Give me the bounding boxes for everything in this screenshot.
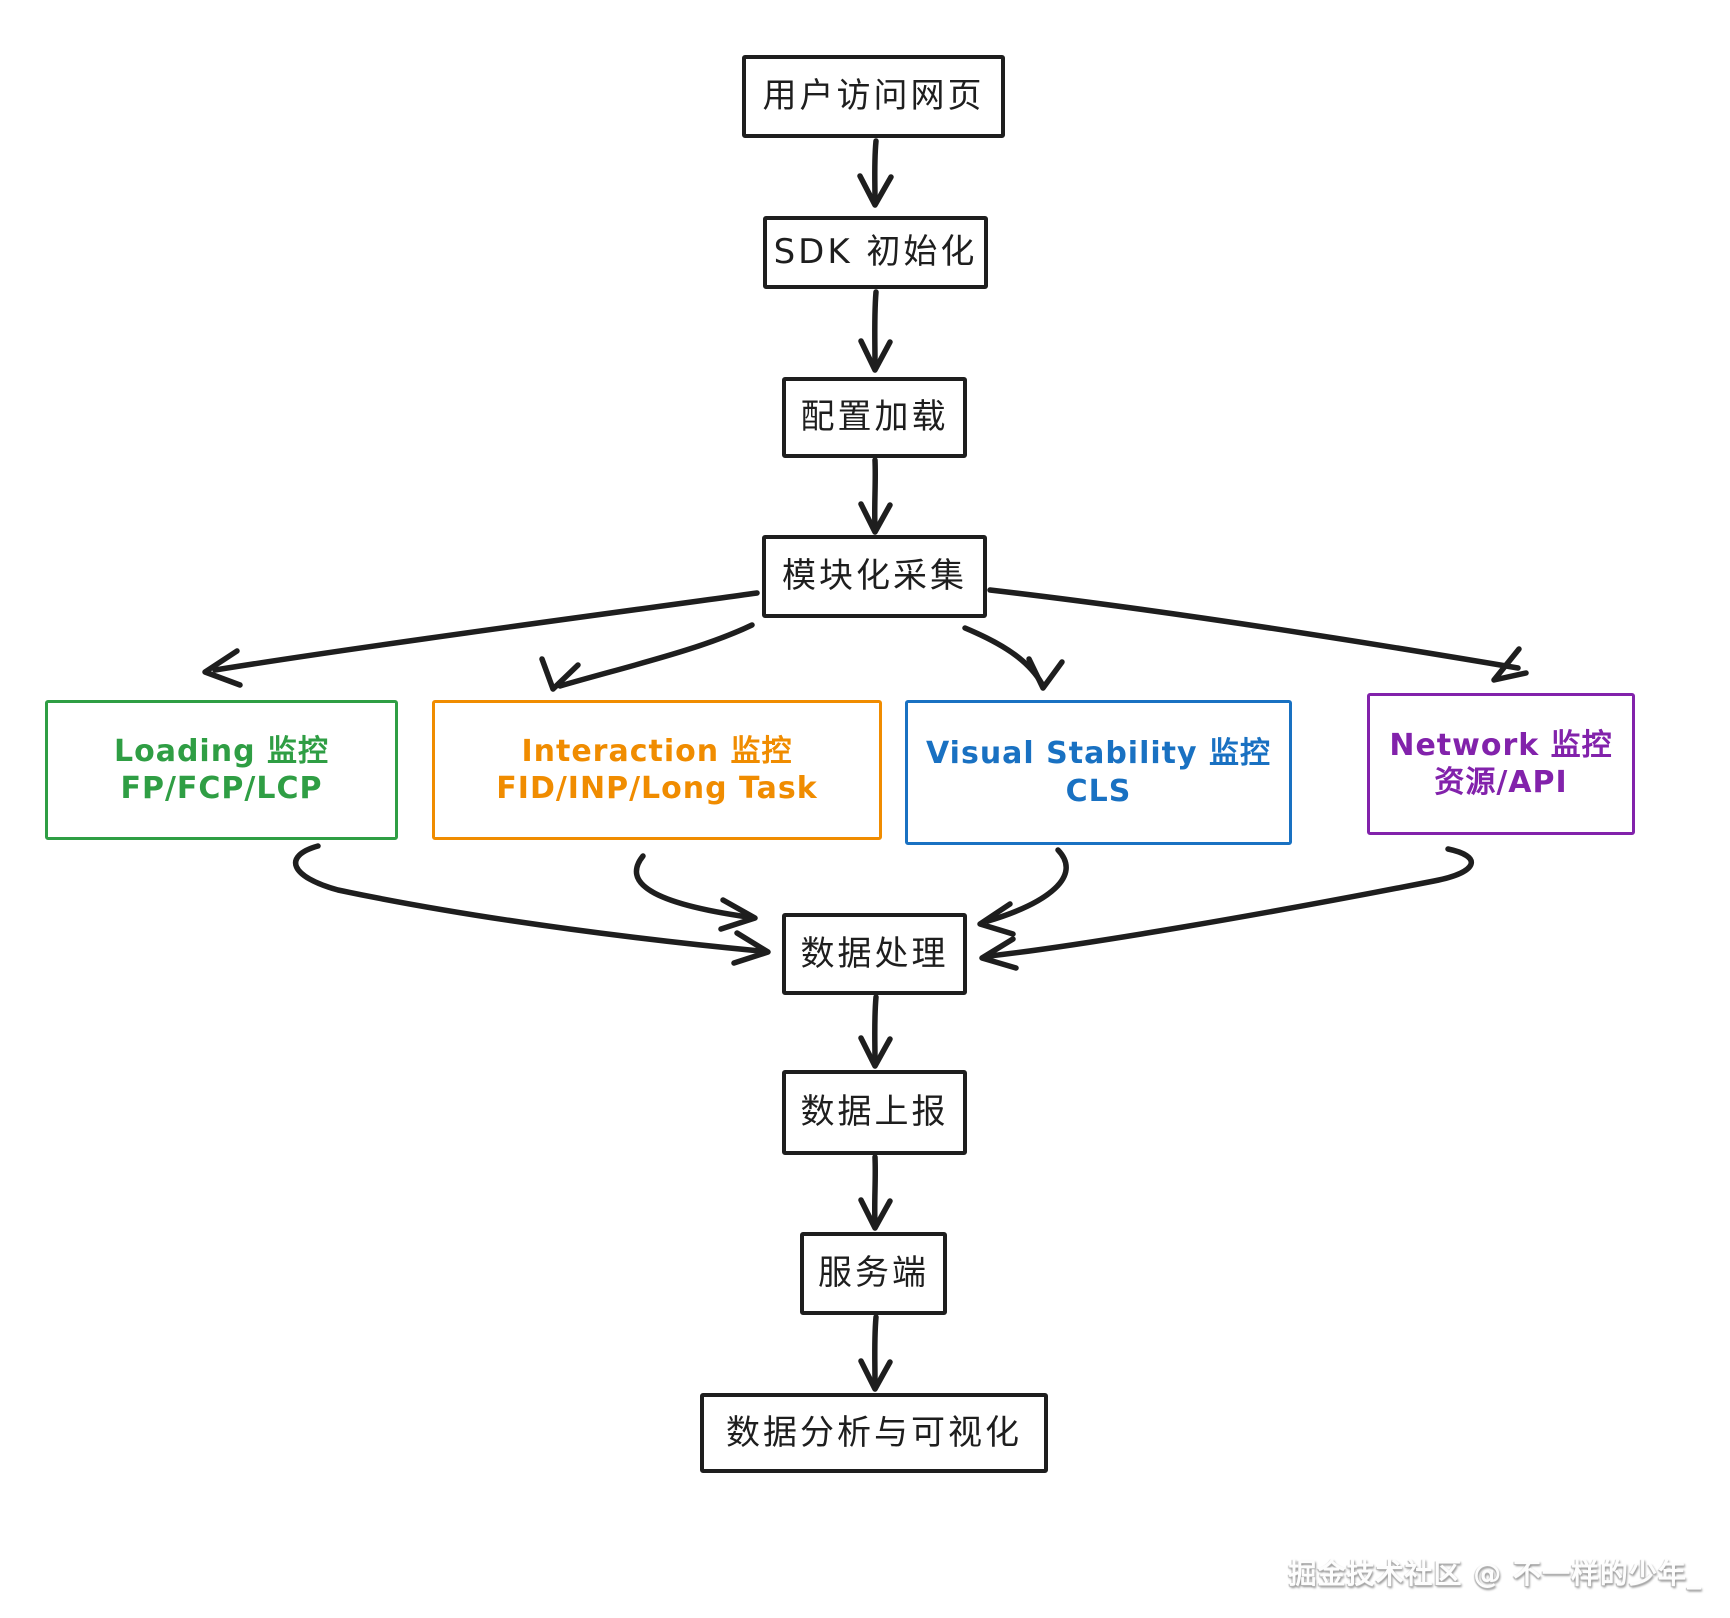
node-visual-stability-monitor: Visual Stability 监控CLS <box>905 700 1292 845</box>
node-network-monitor-line2: 资源/API <box>1434 765 1568 800</box>
node-data-analysis: 数据分析与可视化 <box>700 1393 1048 1473</box>
node-network-monitor-line1: Network 监控 <box>1389 727 1613 763</box>
node-loading-monitor-line1: Loading 监控 <box>113 733 329 769</box>
node-interaction-monitor: Interaction 监控 FID/INP/Long Task <box>432 700 882 840</box>
node-loading-monitor-line2: FP/FCP/LCP <box>120 771 323 806</box>
node-user-visit: 用户访问网页 <box>742 55 1005 138</box>
arrow-visual-to-process <box>977 847 1069 937</box>
arrow-interaction-to-process <box>633 853 758 932</box>
node-data-report-label: 数据上报 <box>800 1092 949 1133</box>
node-config-load: 配置加载 <box>782 377 967 458</box>
arrow-module-to-loading <box>202 590 760 688</box>
node-server-side-label: 服务端 <box>818 1253 929 1294</box>
arrow-process-to-report <box>858 994 893 1069</box>
node-network-monitor: Network 监控 资源/API <box>1367 693 1635 835</box>
node-modular-collect: 模块化采集 <box>762 535 987 618</box>
node-data-process: 数据处理 <box>782 913 967 995</box>
arrow-report-to-server <box>858 1154 893 1231</box>
node-visual-stability-monitor-line1: Visual Stability 监控CLS <box>925 736 1271 809</box>
arrow-network-to-process <box>979 846 1474 971</box>
arrow-sdk-to-config <box>858 289 893 373</box>
arrow-user-to-sdk <box>857 138 894 208</box>
arrow-module-to-visual <box>962 625 1065 691</box>
node-data-process-label: 数据处理 <box>800 933 949 974</box>
node-interaction-monitor-line1: Interaction 监控 <box>521 733 793 769</box>
arrow-config-to-module <box>858 457 893 535</box>
node-modular-collect-label: 模块化采集 <box>782 556 967 597</box>
node-user-visit-label: 用户访问网页 <box>762 76 985 117</box>
node-loading-monitor: Loading 监控 FP/FCP/LCP <box>45 700 398 840</box>
arrow-server-to-analysis <box>858 1314 893 1392</box>
arrow-loading-to-process <box>293 843 771 966</box>
node-data-report: 数据上报 <box>782 1070 967 1155</box>
arrow-module-to-network <box>987 587 1529 683</box>
node-sdk-init: SDK 初始化 <box>763 216 988 289</box>
watermark-text: 掘金技术社区 @ 不一样的少年_ <box>1288 1557 1702 1590</box>
node-data-analysis-label: 数据分析与可视化 <box>726 1412 1022 1453</box>
arrow-module-to-interaction <box>539 622 755 692</box>
node-sdk-init-label: SDK 初始化 <box>773 232 978 273</box>
node-config-load-label: 配置加载 <box>800 397 949 438</box>
node-interaction-monitor-line2: FID/INP/Long Task <box>496 771 818 806</box>
node-server-side: 服务端 <box>800 1232 947 1315</box>
